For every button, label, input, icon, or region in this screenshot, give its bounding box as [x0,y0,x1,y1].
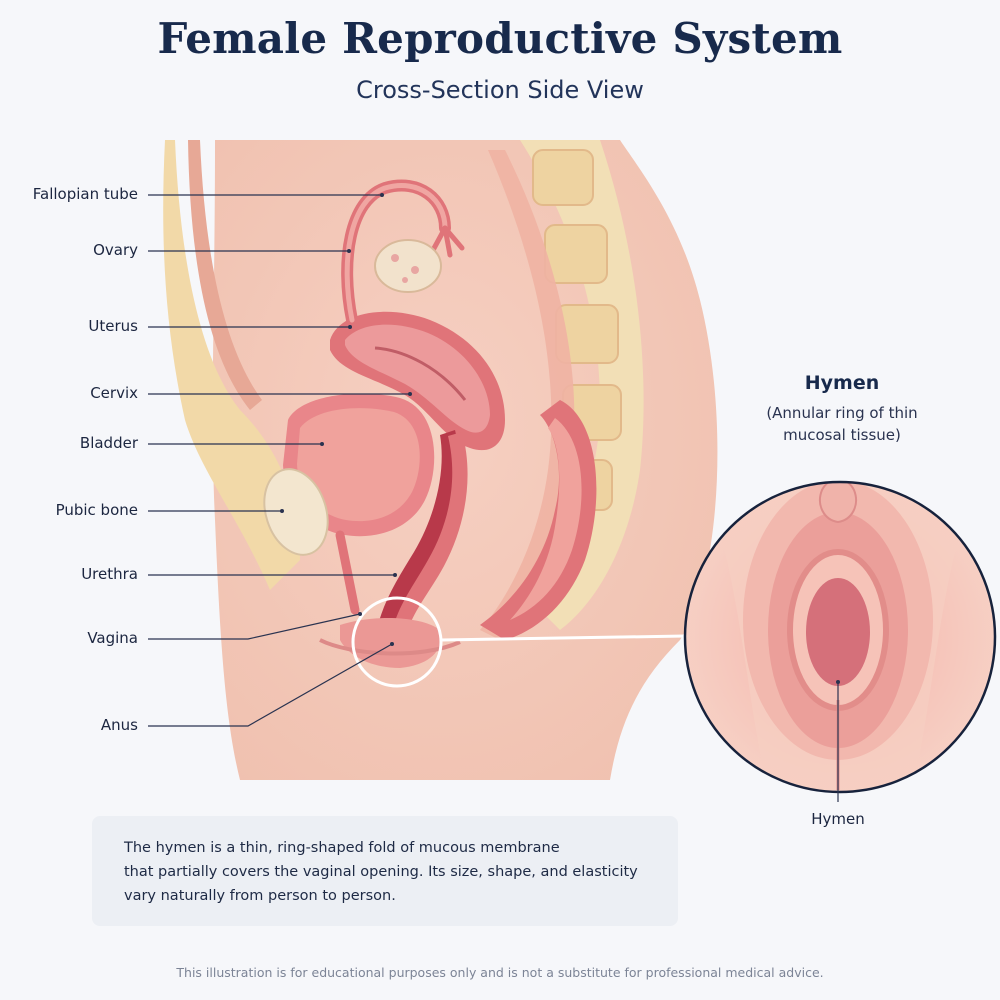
leader-lines [148,194,410,727]
label-uterus: Uterus [88,317,138,335]
vaginal-canal [378,430,459,630]
page-title: Female Reproductive System [157,14,843,63]
label-fallopian-tube: Fallopian tube [32,185,138,203]
ovary-shape [374,239,442,293]
footer-disclaimer: This illustration is for educational pur… [176,965,824,980]
label-ovary: Ovary [93,241,138,259]
inset-subtitle-line1: (Annular ring of thin [766,404,918,422]
label-hymen: Hymen [811,810,865,828]
label-pubic-bone: Pubic bone [55,501,138,519]
inset-subtitle-line2: mucosal tissue) [783,426,901,444]
label-anus: Anus [100,716,138,734]
label-vagina: Vagina [87,629,138,647]
info-line-3: vary naturally from person to person. [124,888,396,904]
info-line-2: that partially covers the vaginal openin… [124,864,638,880]
hymen-inset [685,482,995,792]
magnifier-connector [440,634,686,642]
info-box: The hymen is a thin, ring-shaped fold of… [92,816,678,926]
label-bladder: Bladder [79,434,138,452]
inset-title: Hymen [804,372,880,394]
label-cervix: Cervix [90,384,138,402]
inset-subtitle: (Annular ring of thin mucosal tissue) [752,402,932,446]
label-urethra: Urethra [81,565,138,583]
urethra-shape [335,530,360,615]
fimbriae [429,225,465,258]
magnifier-circle [351,596,443,688]
info-line-1: The hymen is a thin, ring-shaped fold of… [124,840,560,856]
page-subtitle: Cross-Section Side View [356,76,644,104]
spine [520,140,644,630]
abdominal-wall [163,140,300,590]
pubic-bone-shape [263,468,329,556]
